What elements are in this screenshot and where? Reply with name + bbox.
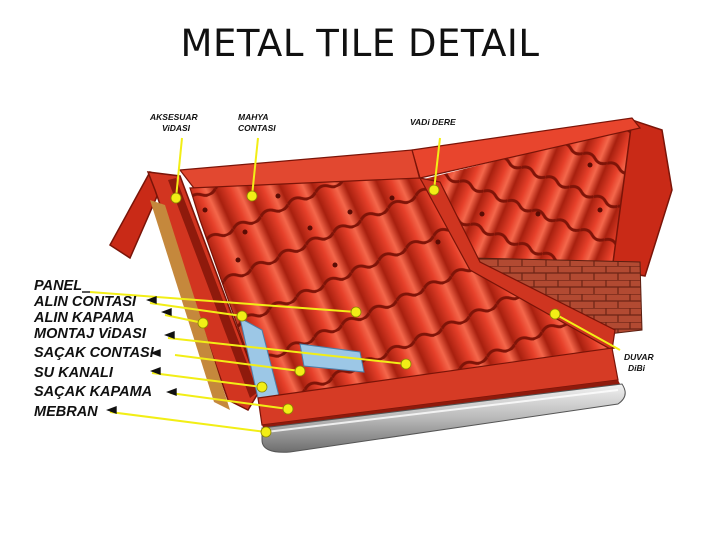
eaves-gasket (299, 343, 365, 373)
label-dibi: DiBi (628, 363, 646, 373)
rear-roof-section (411, 117, 673, 277)
pointer-dots (170, 184, 561, 438)
label-vidasi: ViDASI (162, 123, 191, 133)
mounting-screws (202, 193, 441, 268)
pointer-arrows (82, 291, 177, 415)
label-su-kanali: SU KANALI (34, 365, 114, 381)
label-alin-kapama: ALIN KAPAMA (33, 310, 134, 326)
water-gutter (261, 383, 626, 453)
label-alin-contasi: ALIN CONTASI (33, 294, 137, 310)
label-contasi: CONTASI (238, 123, 276, 133)
pointer-lines (89, 137, 621, 433)
label-sacak-contasi: SAÇAK CONTASI (34, 345, 155, 361)
label-panel: PANEL (34, 278, 82, 294)
label-sacak-kapama: SAÇAK KAPAMA (34, 384, 152, 400)
label-duvar: DUVAR (624, 352, 654, 362)
label-mebran: MEBRAN (34, 404, 98, 420)
label-aksesuar: AKSESUAR (149, 112, 199, 122)
label-mahya: MAHYA (238, 112, 269, 122)
slide-title: METAL TILE DETAIL (180, 22, 540, 65)
gable-fascia (109, 171, 261, 411)
valley-gutter (418, 177, 616, 351)
label-montaj-vidasi: MONTAJ ViDASI (34, 326, 147, 342)
label-vadi-dere: VADi DERE (410, 117, 456, 127)
